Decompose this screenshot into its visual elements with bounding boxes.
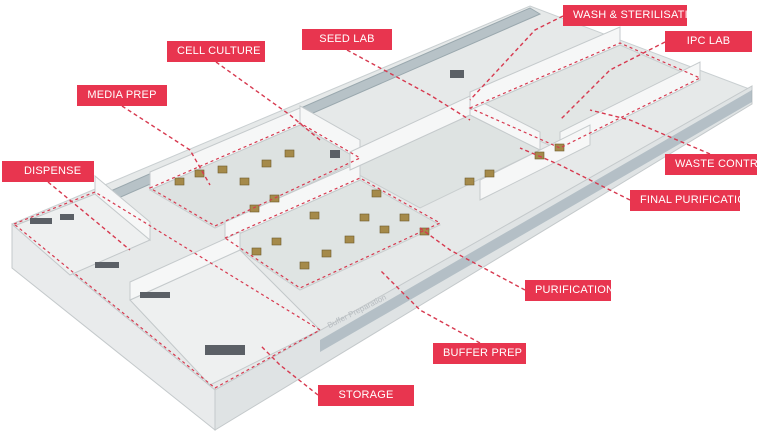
callout-buffer-prep: BUFFER PREP bbox=[433, 343, 526, 364]
line-cell bbox=[215, 61, 321, 141]
callout-seed-lab: SEED LAB bbox=[302, 29, 392, 50]
line-wash bbox=[469, 15, 564, 101]
line-final bbox=[519, 147, 631, 201]
callout-final-purification: FINAL PURIFICATION bbox=[630, 190, 754, 211]
callout-purification: PURIFICATION bbox=[525, 280, 614, 301]
glass-facade bbox=[320, 90, 752, 352]
callout-media-prep: MEDIA PREP bbox=[77, 85, 167, 106]
callout-cell-culture: CELL CULTURE bbox=[167, 41, 265, 62]
line-seed bbox=[346, 49, 471, 121]
line-storage bbox=[259, 344, 319, 396]
storage-equipment bbox=[30, 70, 464, 355]
callout-wash-sterilisation: WASH & STERILISATION bbox=[563, 5, 705, 26]
line-buffer bbox=[379, 269, 481, 344]
equipment bbox=[174, 143, 565, 270]
line-waste bbox=[589, 109, 711, 155]
line-dispense bbox=[47, 181, 131, 251]
line-purification bbox=[419, 227, 526, 291]
callout-waste-control: WASTE CONTROL bbox=[665, 154, 760, 175]
callout-storage: STORAGE bbox=[318, 385, 414, 406]
callout-ipc-lab: IPC LAB bbox=[665, 31, 752, 52]
line-media bbox=[121, 105, 211, 186]
interior-walls bbox=[94, 26, 701, 301]
line-ipc bbox=[559, 41, 666, 121]
callout-dispense: DISPENSE bbox=[2, 161, 94, 182]
zone-outlines bbox=[12, 42, 702, 389]
callout-lines bbox=[47, 15, 711, 396]
